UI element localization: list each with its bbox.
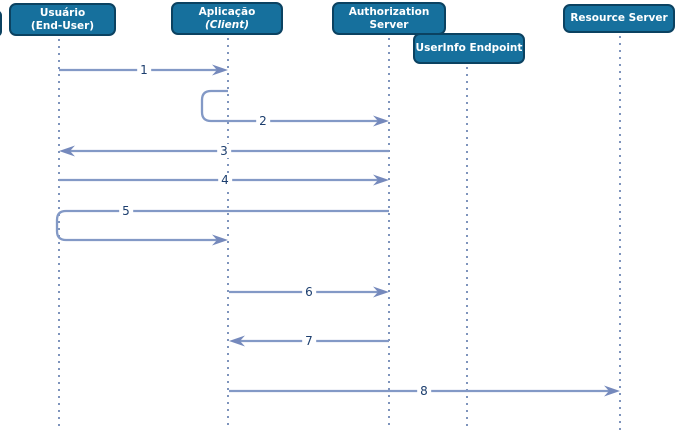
- lifeline-authorization-server: [388, 38, 390, 430]
- participant-box-resource-server: Resource Server: [563, 4, 675, 33]
- lifeline-userinfo-endpoint: [466, 67, 468, 430]
- lifeline-resource-server: [619, 36, 621, 430]
- participant-box-aplicacao: Aplicação(Client): [171, 2, 283, 35]
- participant-label: Authorization: [348, 5, 430, 18]
- message-label-7: 7: [302, 334, 316, 348]
- message-arrow-2: [200, 89, 389, 127]
- participant-label: (End-User): [30, 19, 95, 32]
- message-label-3: 3: [217, 144, 231, 158]
- message-label-2: 2: [256, 114, 270, 128]
- message-label-8: 8: [417, 384, 431, 398]
- lifeline-aplicacao: [227, 38, 229, 430]
- participant-label: UserInfo Endpoint: [415, 42, 523, 54]
- participant-label: Server: [369, 18, 409, 31]
- participant-label: Aplicação: [198, 5, 256, 18]
- message-label-5: 5: [119, 204, 133, 218]
- message-label-6: 6: [302, 285, 316, 299]
- message-label-4: 4: [218, 173, 232, 187]
- participant-label: (Client): [204, 18, 250, 31]
- lifeline-usuario: [58, 39, 60, 430]
- participant-label: Usuário: [39, 6, 86, 19]
- message-label-1: 1: [137, 63, 151, 77]
- participant-box-usuario: Usuário(End-User): [9, 3, 116, 36]
- message-arrow-5: [55, 209, 389, 246]
- participant-box-userinfo-endpoint: UserInfo Endpoint: [413, 33, 525, 64]
- participant-label: Resource Server: [570, 12, 668, 24]
